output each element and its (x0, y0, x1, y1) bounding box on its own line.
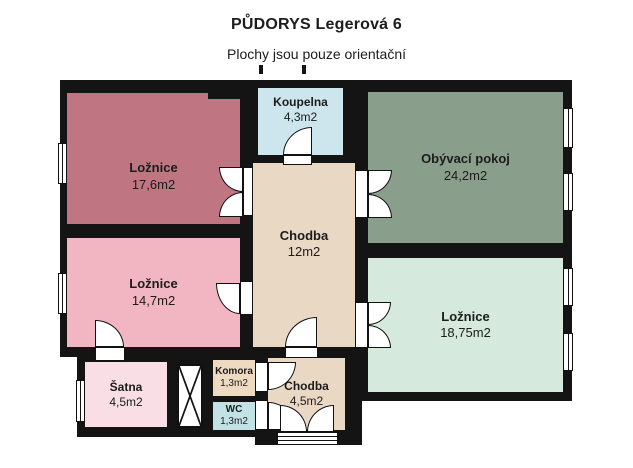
door-loznice-1875-jamb (355, 302, 368, 348)
room-area: 17,6m2 (131, 176, 176, 192)
room-wc: WC 1,3m2 (213, 402, 255, 430)
window-loznice-147 (58, 273, 67, 314)
room-label: Ložnice (129, 276, 178, 292)
room-area: 18,75m2 (440, 325, 491, 340)
room-label: Chodba (279, 227, 329, 243)
room-satna: Šatna 4,5m2 (85, 362, 167, 427)
door-chodba-leaf (285, 347, 318, 358)
room-loznice-1875: Ložnice 18,75m2 (368, 258, 563, 392)
door-obyvaci-jamb (355, 170, 368, 218)
room-area: 4,3m2 (283, 109, 318, 124)
door-wc-jamb (255, 400, 268, 430)
window-obyvaci-2 (563, 173, 573, 211)
window-loznice-176 (58, 143, 67, 184)
room-obyvaci-pokoj: Obývací pokoj 24,2m2 (368, 92, 563, 243)
wall-notch (208, 93, 240, 99)
room-area: 1,3m2 (220, 416, 248, 427)
room-label: Šatna (109, 379, 143, 394)
stair-tick-right (302, 65, 306, 74)
room-loznice-176: Ložnice 17,6m2 (67, 93, 240, 224)
window-satna (76, 380, 85, 422)
room-label: Chodba (284, 379, 329, 393)
room-label: WC (225, 403, 243, 415)
stair-shaft-cross-icon (178, 365, 202, 427)
room-label: Komora (215, 365, 253, 377)
room-label: Ložnice (129, 160, 178, 176)
room-komora: Komora 1,3m2 (213, 360, 255, 396)
room-loznice-147: Ložnice 14,7m2 (67, 238, 240, 347)
room-area: 14,7m2 (131, 292, 176, 308)
room-label: Obývací pokoj (421, 151, 510, 167)
room-area: 4,5m2 (109, 394, 143, 409)
stair-tick-left (259, 65, 263, 74)
room-area: 4,5m2 (289, 394, 324, 408)
room-area: 1,3m2 (220, 378, 248, 389)
room-label: Ložnice (441, 308, 490, 324)
entrance-threshold (277, 432, 338, 445)
door-loznice-176-jamb (243, 167, 253, 216)
window-obyvaci-1 (563, 108, 573, 148)
window-loznice-1875-1 (563, 268, 573, 306)
door-koupelna-leaf (283, 155, 312, 165)
window-loznice-1875-2 (563, 333, 573, 371)
door-satna-leaf (95, 347, 125, 361)
room-area: 24,2m2 (443, 167, 488, 183)
door-komora-jamb (255, 362, 268, 392)
room-chodba-12: Chodba 12m2 (253, 163, 355, 347)
stair-shaft (177, 364, 203, 428)
room-area: 12m2 (287, 244, 321, 259)
door-loznice-147-jamb (240, 281, 253, 315)
page-title: PŮDORYS Legerová 6 (230, 16, 403, 33)
room-label: Koupelna (273, 94, 328, 109)
page-subtitle: Plochy jsou pouze orientační (227, 46, 406, 62)
